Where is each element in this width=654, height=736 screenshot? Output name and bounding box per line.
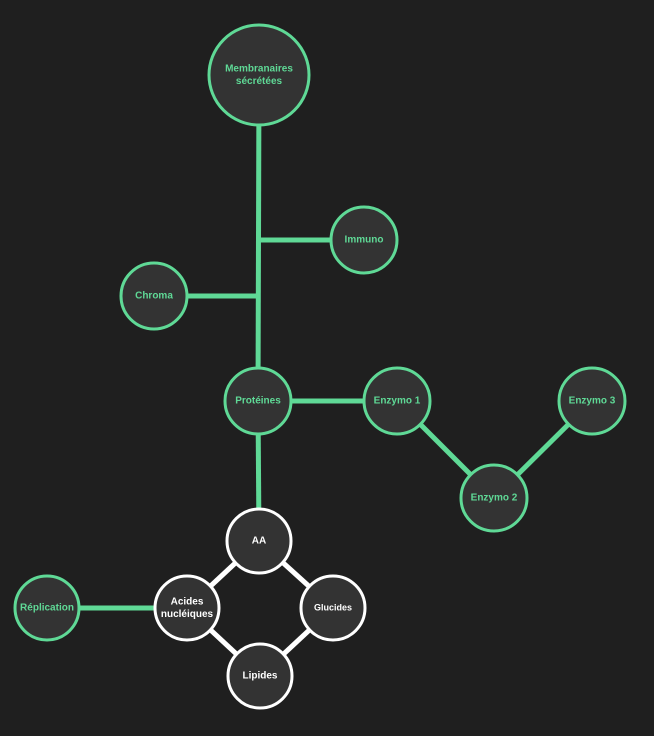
node-circle-enzymo1[interactable] [362,366,432,436]
node-circle-acides[interactable] [153,574,221,642]
node-label-enzymo3: Enzymo 3 [569,396,616,407]
node-label-aa: AA [252,536,266,547]
node-circle-membranaires[interactable] [207,23,311,127]
node-acides[interactable]: Acides nucléiques [153,574,221,642]
node-label-enzymo1: Enzymo 1 [374,396,421,407]
node-label-proteines: Protéines [235,396,281,407]
node-label-immuno: Immuno [345,235,384,246]
node-replication[interactable]: Réplication [13,574,81,642]
node-label-membranaires: sécrétées [236,76,283,87]
node-label-membranaires: Membranaires [225,63,293,74]
node-label-lipides: Lipides [242,671,277,682]
node-circle-enzymo3[interactable] [557,366,627,436]
node-lipides[interactable]: Lipides [226,642,294,710]
node-circle-immuno[interactable] [329,205,399,275]
node-label-replication: Réplication [20,603,74,614]
node-chroma[interactable]: Chroma [119,261,189,331]
node-enzymo1[interactable]: Enzymo 1 [362,366,432,436]
node-label-enzymo2: Enzymo 2 [471,493,518,504]
node-circle-lipides[interactable] [226,642,294,710]
nodes-layer: Membranaires sécrétéesImmunoChromaProtéin… [13,23,627,710]
node-aa[interactable]: AA [225,507,293,575]
node-enzymo3[interactable]: Enzymo 3 [557,366,627,436]
node-label-chroma: Chroma [135,291,173,302]
node-circle-glucides[interactable] [299,574,367,642]
node-membranaires[interactable]: Membranaires sécrétées [207,23,311,127]
node-enzymo2[interactable]: Enzymo 2 [459,463,529,533]
node-label-acides: Acides [171,596,204,607]
node-circle-proteines[interactable] [223,366,293,436]
node-circle-enzymo2[interactable] [459,463,529,533]
node-circle-chroma[interactable] [119,261,189,331]
node-label-acides: nucléiques [161,609,214,620]
node-glucides[interactable]: Glucides [299,574,367,642]
node-circle-aa[interactable] [225,507,293,575]
node-immuno[interactable]: Immuno [329,205,399,275]
node-circle-replication[interactable] [13,574,81,642]
node-proteines[interactable]: Protéines [223,366,293,436]
edge-membranaires-proteines [255,74,262,402]
node-label-glucides: Glucides [314,602,352,612]
